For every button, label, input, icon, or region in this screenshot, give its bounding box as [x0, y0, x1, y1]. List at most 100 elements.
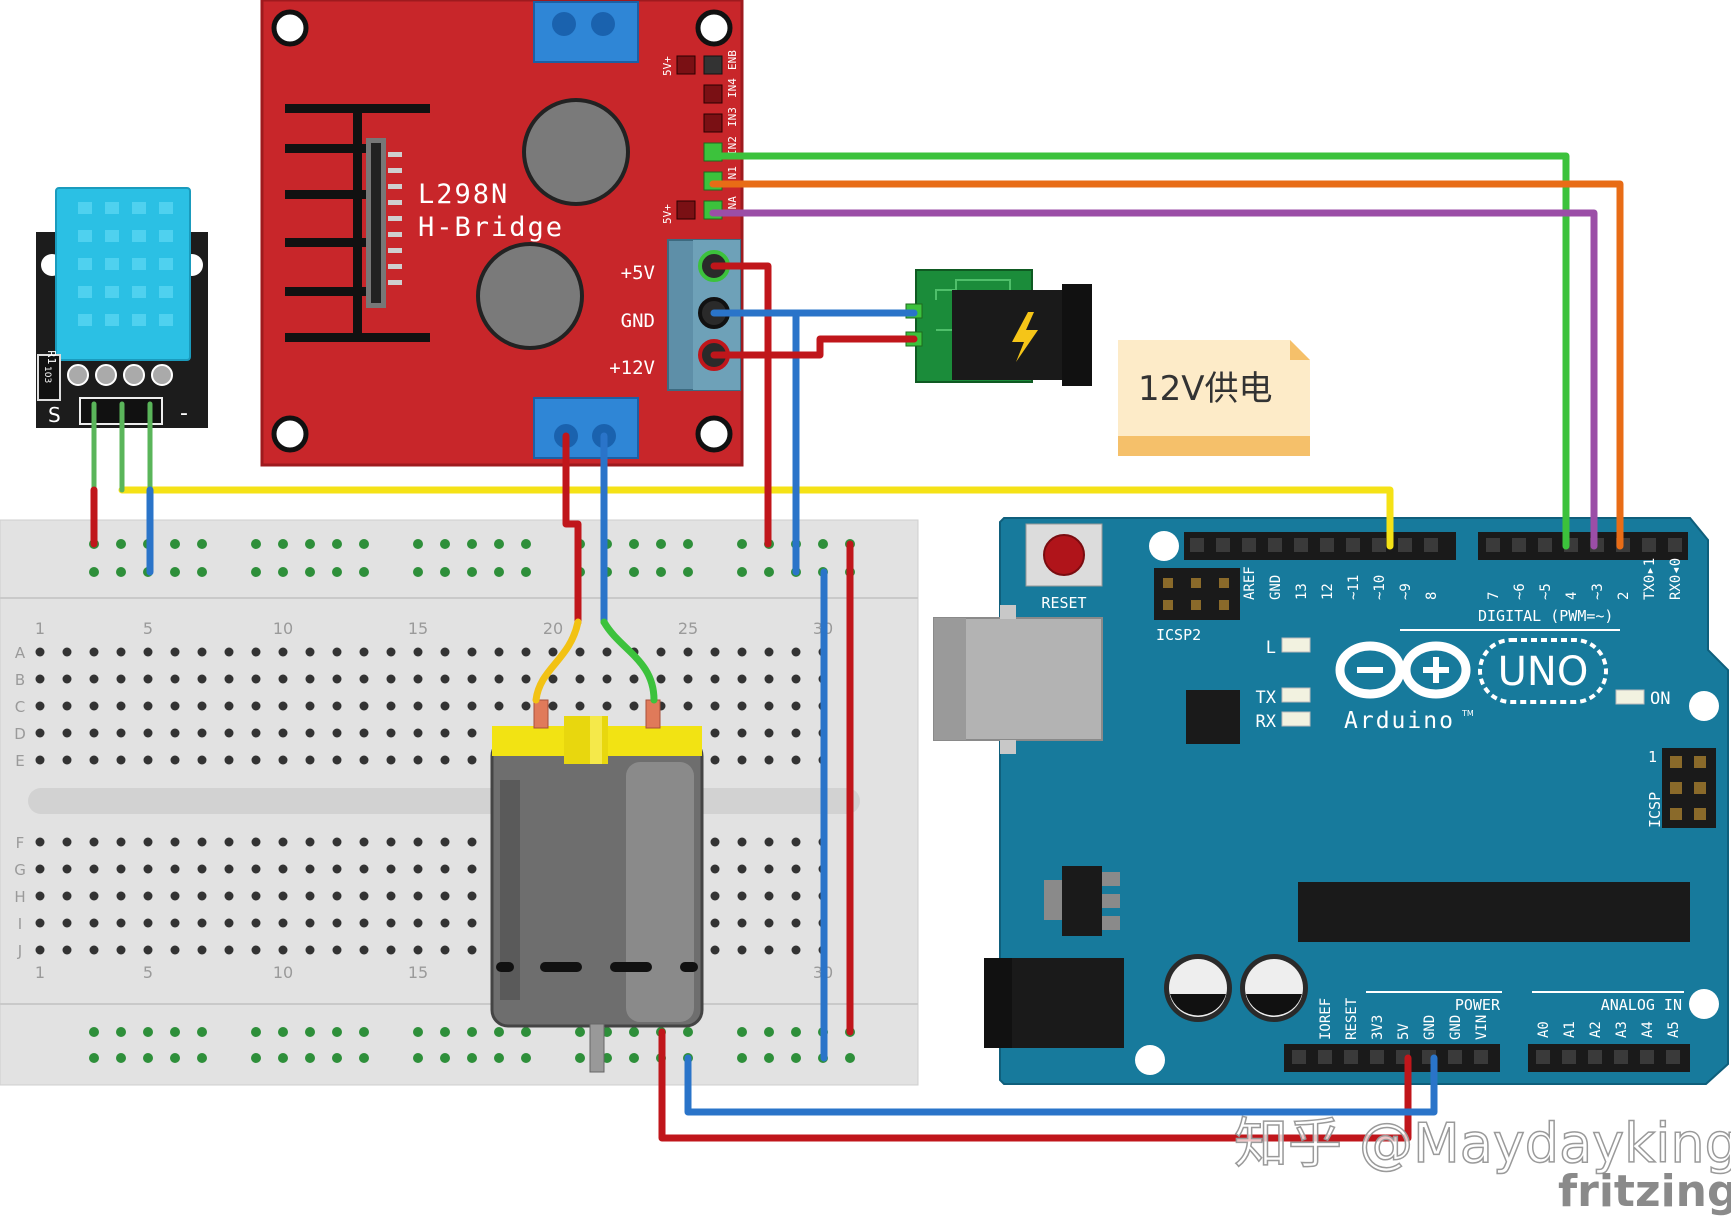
rail-hole: [521, 539, 531, 549]
rail-hole: [764, 1053, 774, 1063]
breadboard-hole: [116, 891, 126, 901]
breadboard-hole: [224, 674, 234, 684]
breadboard-hole: [440, 864, 450, 874]
breadboard-hole: [386, 864, 396, 874]
breadboard-hole: [332, 891, 342, 901]
digital-pin-label: ~5: [1538, 583, 1554, 600]
rail-hole: [413, 567, 423, 577]
l298n-heatsink: [285, 104, 430, 342]
wire-red-arduino-5v: [658, 1028, 1412, 1142]
breadboard-hole: [116, 864, 126, 874]
rail-hole: [656, 539, 666, 549]
breadboard-hole: [278, 701, 288, 711]
digital-header: [1184, 532, 1688, 560]
header-socket: [1614, 1050, 1628, 1064]
breadboard-hole: [170, 647, 180, 657]
usb-connector: [933, 605, 1103, 754]
breadboard-hole: [278, 918, 288, 928]
dht-vent: [78, 286, 92, 298]
breadboard-hole: [710, 728, 720, 738]
header-socket: [1486, 538, 1500, 552]
power-pin-label: IOREF: [1318, 998, 1334, 1040]
rail-hole: [116, 567, 126, 577]
breadboard-hole: [197, 891, 207, 901]
breadboard-hole: [467, 755, 477, 765]
dht-vent: [78, 258, 92, 270]
header-socket: [1666, 1050, 1680, 1064]
breadboard-hole: [440, 728, 450, 738]
dht-vent: [159, 314, 173, 326]
column-number: 5: [143, 963, 153, 982]
rail-hole: [197, 539, 207, 549]
breadboard-hole: [413, 918, 423, 928]
breadboard-hole: [143, 674, 153, 684]
breadboard-hole: [143, 701, 153, 711]
breadboard-hole: [359, 945, 369, 955]
breadboard-hole: [602, 674, 612, 684]
breadboard-hole: [575, 647, 585, 657]
row-letter: G: [14, 861, 26, 879]
dht-sensor-module: R1 103 S -: [36, 187, 208, 428]
power-pin-label: RESET: [1344, 997, 1360, 1040]
l298n-module: L298N H-Bridge 5V+ IN4 ENB IN3 IN2 IN1 E…: [260, 0, 744, 467]
breadboard-hole: [197, 837, 207, 847]
breadboard-hole: [710, 864, 720, 874]
breadboard-hole: [359, 864, 369, 874]
rail-hole: [332, 1027, 342, 1037]
rail-hole: [413, 539, 423, 549]
reset-button[interactable]: [1025, 523, 1103, 587]
breadboard-hole: [251, 701, 261, 711]
breadboard-hole: [143, 891, 153, 901]
breadboard-hole: [494, 701, 504, 711]
breadboard-hole: [764, 891, 774, 901]
capacitor-2: [476, 242, 584, 350]
breadboard-hole: [332, 728, 342, 738]
breadboard-hole: [89, 864, 99, 874]
led-label-rx: RX: [1256, 712, 1277, 732]
breadboard-hole: [629, 701, 639, 711]
breadboard-hole: [764, 918, 774, 928]
row-letter: D: [14, 725, 26, 743]
breadboard-hole: [467, 891, 477, 901]
rail-hole: [629, 1053, 639, 1063]
breadboard-hole: [332, 674, 342, 684]
breadboard-hole: [89, 701, 99, 711]
breadboard-hole: [656, 647, 666, 657]
dht-vent: [105, 314, 119, 326]
breadboard-hole: [359, 837, 369, 847]
power-header-label: POWER: [1455, 996, 1501, 1014]
breadboard-hole: [737, 945, 747, 955]
breadboard-hole: [305, 864, 315, 874]
rail-hole: [683, 539, 693, 549]
breadboard-hole: [251, 647, 261, 657]
breadboard-hole: [35, 837, 45, 847]
breadboard-hole: [710, 837, 720, 847]
rail-hole: [116, 1027, 126, 1037]
breadboard-hole: [251, 891, 261, 901]
breadboard-hole: [89, 918, 99, 928]
breadboard-hole: [251, 918, 261, 928]
breadboard-hole: [413, 647, 423, 657]
breadboard-hole: [386, 891, 396, 901]
row-letter: A: [15, 644, 26, 662]
breadboard-hole: [440, 918, 450, 928]
breadboard-hole: [116, 647, 126, 657]
watermark-text: 知乎 @Maydayking: [1234, 1112, 1731, 1175]
rail-hole: [251, 1027, 261, 1037]
breadboard-hole: [440, 891, 450, 901]
arduino-brand-tm: TM: [1461, 709, 1474, 718]
header-label-enb: ENB: [726, 50, 739, 70]
digital-pin-label: ~6: [1512, 583, 1528, 600]
breadboard-hole: [764, 864, 774, 874]
breadboard-hole: [305, 891, 315, 901]
rail-hole: [629, 1027, 639, 1037]
breadboard-hole: [278, 647, 288, 657]
breadboard-hole: [35, 728, 45, 738]
dht-vent: [159, 230, 173, 242]
arduino-capacitors: [1164, 954, 1308, 1022]
rail-hole: [521, 1053, 531, 1063]
voltage-regulator: [1044, 866, 1120, 936]
row-letter: E: [15, 752, 24, 770]
breadboard-hole: [332, 647, 342, 657]
